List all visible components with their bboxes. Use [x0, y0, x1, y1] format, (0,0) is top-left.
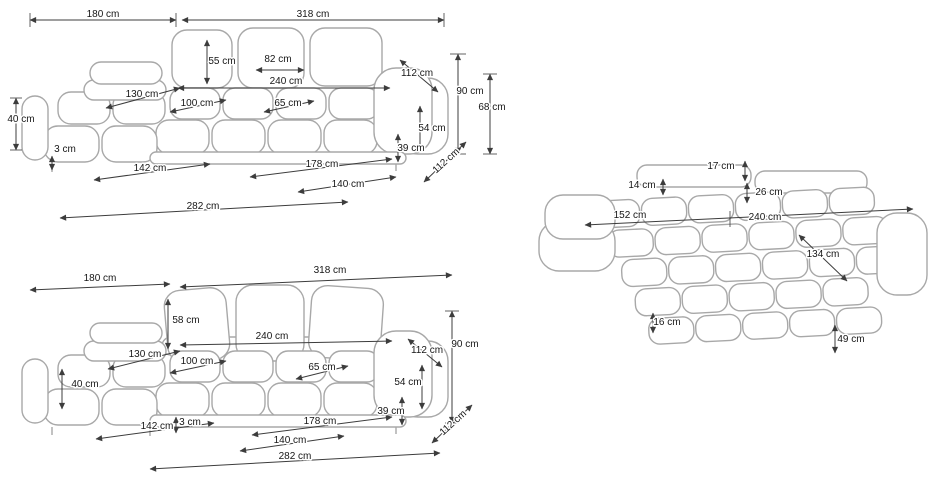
dim-label-chaise-span: 180 cm	[84, 273, 117, 284]
dim-label-pillow-height: 58 cm	[172, 315, 199, 326]
dim-label-inner-width: 240 cm	[256, 331, 289, 342]
dim-label-chaise-height: 40 cm	[71, 379, 98, 390]
dim-label-inner-width: 240 cm	[270, 76, 303, 87]
dim-label-bed-depth: 134 cm	[807, 249, 840, 260]
diagram-corner-sofa-plain: 180 cm 318 cm 55 cm 82 cm 240 cm 112 cm …	[6, 8, 507, 221]
dim-label-bed-height: 49 cm	[837, 334, 864, 345]
dim-label-body-span: 318 cm	[314, 265, 347, 276]
dim-label-bed-left-section: 152 cm	[614, 210, 647, 221]
diagram-sofa-bed: 17 cm 14 cm 26 cm 152 cm 240 cm 134 cm 1…	[538, 160, 928, 354]
dim-label-bed-length: 240 cm	[749, 212, 782, 223]
dim-label-leg-height: 3 cm	[179, 417, 201, 428]
dim-label-body-span: 318 cm	[297, 9, 330, 20]
dim-label-chaise-width: 142 cm	[134, 163, 167, 174]
dim-label-module-width: 100 cm	[181, 356, 214, 367]
dim-label-seat-front-width: 178 cm	[304, 416, 337, 427]
dim-label-back-edge: 14 cm	[628, 180, 655, 191]
dim-label-leg-height: 3 cm	[54, 144, 76, 155]
dim-label-seat-front-width: 178 cm	[306, 159, 339, 170]
dim-label-chaise-length: 130 cm	[126, 89, 159, 100]
dim-label-arm-depth: 112 cm	[411, 345, 443, 356]
dimension-lines	[10, 13, 497, 221]
dim-label-backrest-depth: 82 cm	[264, 54, 291, 65]
dim-label-arm-height: 54 cm	[394, 377, 421, 388]
dim-label-total-height: 90 cm	[451, 339, 478, 350]
dim-label-front-edge: 16 cm	[653, 317, 680, 328]
dim-label-chaise-width: 142 cm	[141, 421, 174, 432]
dim-label-seat-height: 39 cm	[397, 143, 424, 154]
dimension-lines	[29, 272, 473, 472]
dim-label-back-height: 68 cm	[478, 102, 505, 113]
dim-label-headrest-drop: 26 cm	[755, 187, 782, 198]
dimension-lines	[584, 160, 914, 354]
sofa-bed-line-art	[538, 164, 928, 345]
dim-label-module-width: 100 cm	[181, 98, 214, 109]
dim-label-headrest-thickness: 17 cm	[707, 161, 734, 172]
dim-label-front-width: 140 cm	[274, 435, 307, 446]
dim-label-arm-height: 54 cm	[418, 123, 445, 134]
dim-label-seat-height: 39 cm	[377, 406, 404, 417]
dim-label-chaise-length: 130 cm	[129, 349, 162, 360]
diagram-corner-sofa-pillows: 180 cm 318 cm 58 cm 240 cm 112 cm 90 cm …	[21, 264, 480, 472]
dim-label-small-module: 65 cm	[274, 98, 301, 109]
dim-label-total-width: 282 cm	[279, 451, 312, 462]
dim-label-front-width: 140 cm	[332, 179, 365, 190]
dim-label-chaise-height: 40 cm	[7, 114, 34, 125]
dim-label-side-depth: 112 cm	[438, 408, 469, 438]
dim-label-total-height: 90 cm	[456, 86, 483, 97]
dim-label-small-module: 65 cm	[308, 362, 335, 373]
dim-label-total-width: 282 cm	[187, 201, 220, 212]
dim-label-chaise-span: 180 cm	[87, 9, 120, 20]
sofa-line-art	[21, 27, 449, 173]
dim-label-arm-depth: 112 cm	[401, 68, 433, 79]
dim-label-back-cushion: 55 cm	[208, 56, 235, 67]
